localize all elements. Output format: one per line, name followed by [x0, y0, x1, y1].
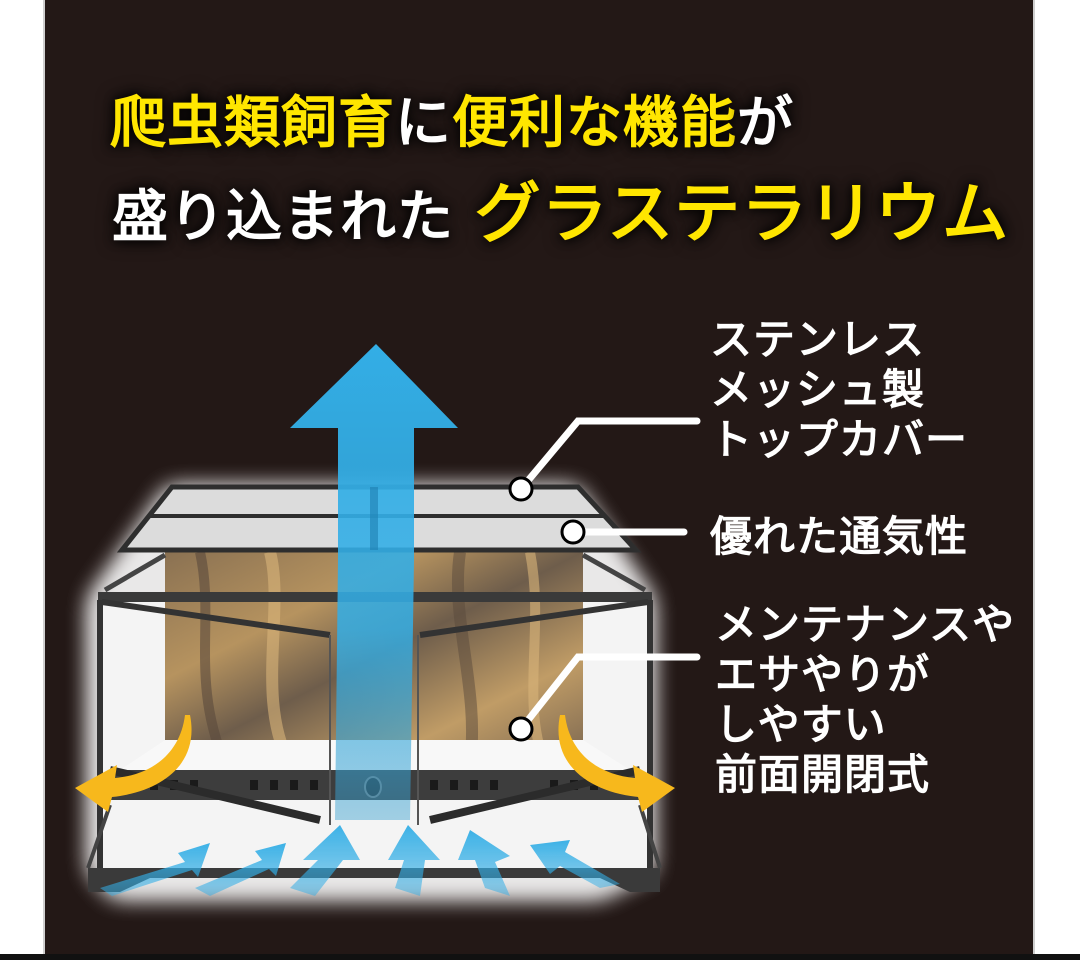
product-name: グラステラリウム — [474, 175, 1010, 252]
headline-segment: 便利な機能 — [452, 91, 737, 156]
callout-front-doors: メンテナンスや エサやりが しやすい 前面開閉式 — [715, 600, 1016, 799]
callout-top-cover: ステンレス メッシュ製 トップカバー — [710, 315, 969, 464]
callout-leader-front-doors — [517, 653, 701, 733]
callout-ventilation: 優れた通気性 — [710, 512, 969, 561]
headline-segment: 爬虫類飼育 — [110, 91, 395, 156]
left-door-arrow-icon — [75, 715, 192, 812]
callout-dot — [560, 519, 586, 545]
intake-arrows — [100, 825, 620, 896]
door-open-arrows — [75, 715, 675, 812]
headline-segment: が — [737, 91, 794, 156]
right-door-arrow-icon — [558, 715, 675, 812]
bottom-border — [0, 954, 1080, 960]
headline-line-2: 盛り込まれた グラステラリウム — [112, 160, 1080, 256]
airflow-up-arrow — [290, 344, 458, 820]
callout-leaders — [517, 417, 701, 733]
callout-dot — [508, 476, 534, 502]
headline-segment: に — [395, 91, 452, 156]
callout-dot — [508, 716, 534, 742]
callout-leader-top-cover — [517, 417, 701, 493]
headline-line-1: 爬虫類飼育に便利な機能が — [110, 78, 1080, 159]
headline-segment: 盛り込まれた — [112, 185, 454, 250]
